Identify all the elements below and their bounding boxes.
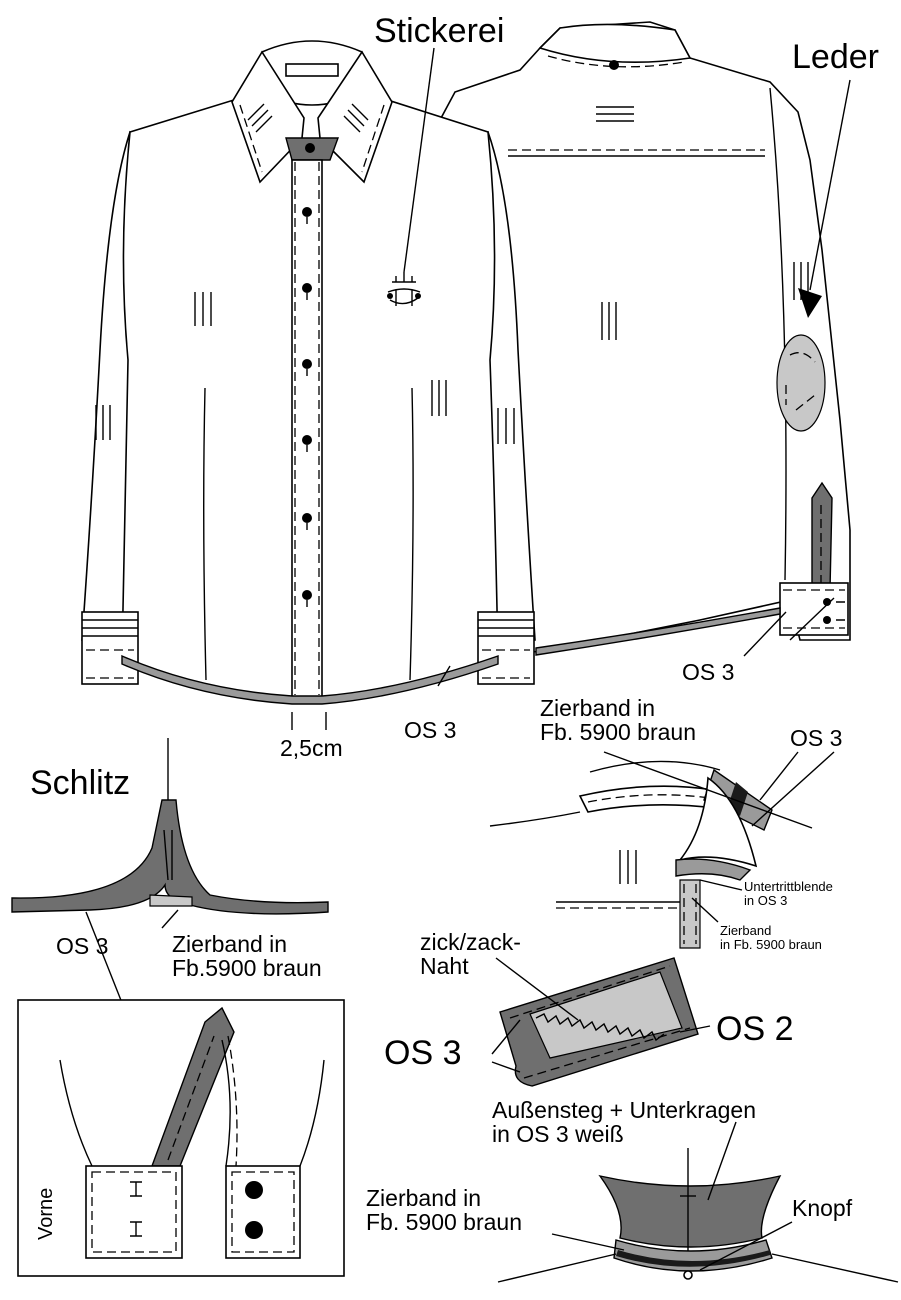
label-os3-back: OS 3: [682, 659, 735, 685]
front-buttons: [302, 207, 312, 607]
label-zierband-schlitz: Zierband in Fb.5900 braun: [172, 931, 322, 982]
front-placket: [291, 159, 323, 699]
leder-arrow: [798, 288, 822, 318]
vorne-cuff-detail: [17, 999, 345, 1277]
collar-stand-detail: [497, 1121, 899, 1283]
label-os2: OS 2: [716, 1010, 794, 1048]
label-zickzack: zick/zack- Naht: [420, 929, 521, 980]
label-knopf: Knopf: [792, 1195, 853, 1221]
label-zierband-small: Zierband in Fb. 5900 braun: [720, 923, 822, 952]
label-os3-schlitz: OS 3: [56, 933, 109, 959]
back-view: [439, 21, 851, 656]
embroidery-motif: [387, 272, 421, 306]
collar-detail: [489, 751, 835, 949]
front-hem-band: [121, 654, 499, 705]
label-aussensteg: Außensteg + Unterkragen in OS 3 weiß: [492, 1097, 757, 1148]
label-width: 2,5cm: [280, 735, 343, 761]
front-collar-left-point: [231, 50, 305, 184]
label-os3-front: OS 3: [404, 717, 457, 743]
back-collar: [538, 23, 692, 64]
label-schlitz: Schlitz: [30, 764, 131, 802]
front-left-cuff: [81, 611, 139, 685]
front-view: [81, 40, 536, 730]
label-untertrittblende: Untertrittblende in OS 3: [744, 879, 833, 908]
label-os3-cuff: OS 3: [384, 1034, 462, 1072]
label-stickerei: Stickerei: [374, 12, 505, 50]
back-cuff: [779, 582, 849, 636]
label-vorne: Vorne: [35, 1187, 57, 1240]
back-sleeve-placket: [811, 481, 833, 591]
label-os3-collar: OS 3: [790, 725, 843, 751]
zickzack-detail: [491, 957, 711, 1087]
leader-lines-top: [403, 47, 851, 687]
label-zierband-collar: Zierband in Fb. 5900 braun: [540, 695, 697, 746]
back-hem-band: [535, 607, 781, 656]
front-right-cuff: [477, 611, 535, 685]
label-leder: Leder: [792, 38, 879, 76]
leather-elbow-patch: [776, 334, 826, 432]
label-zierband-bottom: Zierband in Fb. 5900 braun: [366, 1185, 523, 1236]
